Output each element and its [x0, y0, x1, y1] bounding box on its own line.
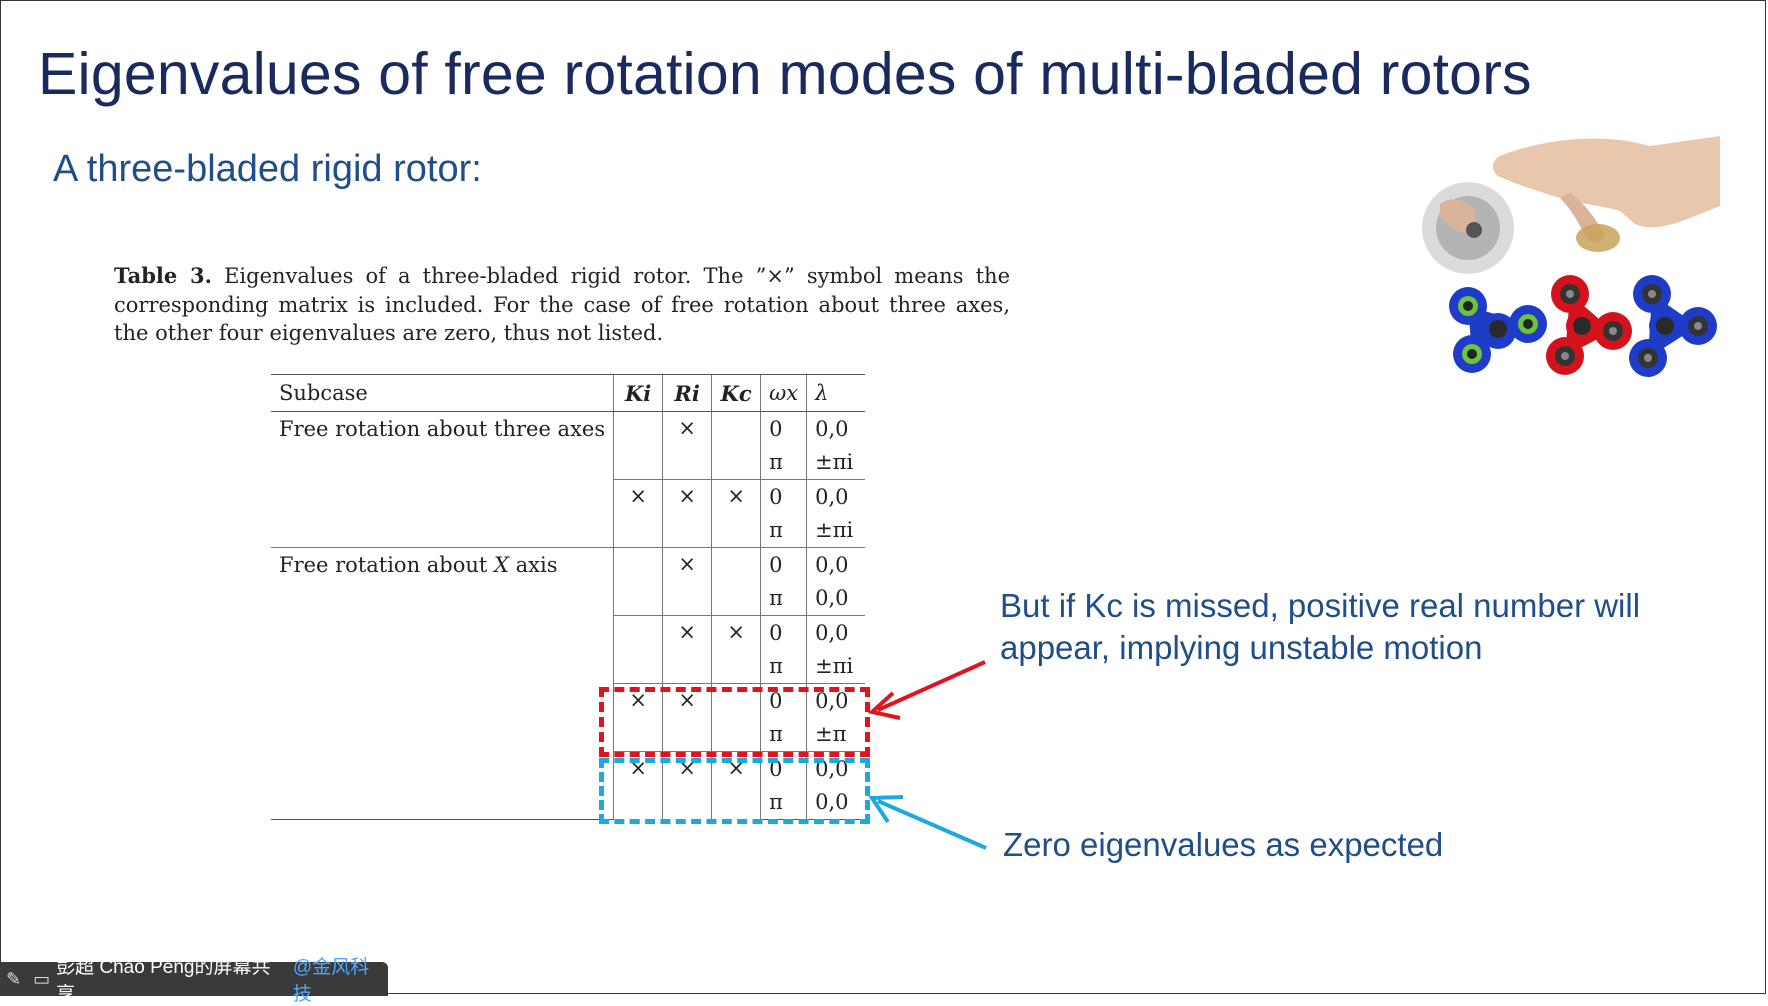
- omega-cell: 0: [760, 411, 807, 446]
- mic-muted-icon[interactable]: ✎: [6, 968, 22, 989]
- header-ri: Ri: [662, 374, 712, 412]
- table-row: π ±πi: [271, 649, 866, 684]
- red-spinner-icon: [1546, 275, 1632, 375]
- eigenvalue-table: Subcase Ki Ri Kc ωx λ Free rotation abou…: [271, 374, 866, 820]
- lambda-cell: 0,0: [806, 479, 866, 514]
- header-lambda: λ: [806, 374, 866, 412]
- ri-cell: ×: [662, 615, 712, 684]
- header-kc: Kc: [711, 374, 761, 412]
- ri-cell: ×: [662, 683, 712, 752]
- screen-share-org-tag: @金风科技: [292, 957, 370, 1005]
- lambda-cell: ±π: [806, 717, 866, 752]
- lambda-cell: ±πi: [806, 513, 866, 548]
- caption-label: Table 3.: [114, 263, 212, 288]
- note-kc-missed: But if Kc is missed, positive real numbe…: [1000, 587, 1641, 666]
- ri-cell: ×: [662, 547, 712, 616]
- omega-cell: π: [760, 785, 807, 820]
- omega-cell: π: [760, 581, 807, 616]
- header-omega: ωx: [760, 374, 807, 412]
- ki-cell: ×: [613, 683, 663, 752]
- red-highlight-box: [599, 687, 870, 757]
- table-row: π ±π: [271, 717, 866, 752]
- omega-cell: 0: [760, 615, 807, 650]
- screen-share-label: 彭超 Chao Peng的屏幕共享: [56, 957, 271, 1005]
- ki-cell: [613, 547, 663, 616]
- omega-cell: 0: [760, 547, 807, 582]
- kc-cell: [711, 547, 761, 616]
- omega-cell: π: [760, 717, 807, 752]
- note-zero-eigenvalues: Zero eigenvalues as expected: [1003, 826, 1444, 863]
- table-row: π ±πi: [271, 513, 866, 548]
- subcase-cell: Free rotation about X axis: [271, 547, 614, 582]
- slide-subtitle: A three-bladed rigid rotor:: [53, 148, 482, 190]
- lambda-cell: 0,0: [806, 615, 866, 650]
- table-row: π 0,0: [271, 581, 866, 616]
- kc-cell: ×: [711, 615, 761, 684]
- blue-spinner-right-icon: [1629, 275, 1717, 377]
- fidget-spinner-photo: [1422, 136, 1720, 377]
- kc-cell: [711, 683, 761, 752]
- header-ki: Ki: [613, 374, 663, 412]
- lambda-cell: 0,0: [806, 547, 866, 582]
- caption-text: Eigenvalues of a three-bladed rigid roto…: [114, 264, 1010, 345]
- kc-cell: [711, 411, 761, 480]
- blue-spinner-icon: [1449, 287, 1547, 373]
- blue-highlight-box: [599, 758, 870, 824]
- table-row: × × 0 0,0: [271, 683, 866, 752]
- table-row: Free rotation about X axis × 0 0,0: [271, 547, 866, 616]
- lambda-cell: 0,0: [806, 411, 866, 446]
- screen-share-icon: ▭: [33, 968, 51, 989]
- omega-cell: π: [760, 445, 807, 480]
- table-row: π ±πi: [271, 445, 866, 480]
- table-caption: Table 3. Eigenvalues of a three-bladed r…: [114, 262, 1010, 348]
- lambda-cell: 0,0: [806, 581, 866, 616]
- lambda-cell: ±πi: [806, 649, 866, 684]
- ki-cell: [613, 615, 663, 684]
- table-header-row: Subcase Ki Ri Kc ωx λ: [271, 374, 866, 412]
- kc-cell: ×: [711, 479, 761, 548]
- blue-arrow: [868, 795, 987, 850]
- table-row: × × × 0 0,0: [271, 479, 866, 548]
- omega-cell: 0: [760, 479, 807, 514]
- slide-title: Eigenvalues of free rotation modes of mu…: [38, 41, 1532, 107]
- table-row: π 0,0: [271, 785, 866, 820]
- omega-cell: π: [760, 649, 807, 684]
- header-subcase: Subcase: [271, 374, 614, 412]
- ri-cell: ×: [662, 479, 712, 548]
- table-row: Free rotation about three axes × 0 0,0: [271, 411, 866, 480]
- red-arrow: [867, 660, 986, 720]
- screen-share-bar[interactable]: ✎ ▭ 彭超 Chao Peng的屏幕共享 @金风科技: [0, 957, 388, 1005]
- lambda-cell: ±πi: [806, 445, 866, 480]
- subcase-cell: Free rotation about three axes: [279, 416, 606, 441]
- ri-cell: ×: [662, 411, 712, 480]
- ki-cell: [613, 411, 663, 480]
- ki-cell: ×: [613, 479, 663, 548]
- omega-cell: π: [760, 513, 807, 548]
- table-row: × × 0 0,0: [271, 615, 866, 684]
